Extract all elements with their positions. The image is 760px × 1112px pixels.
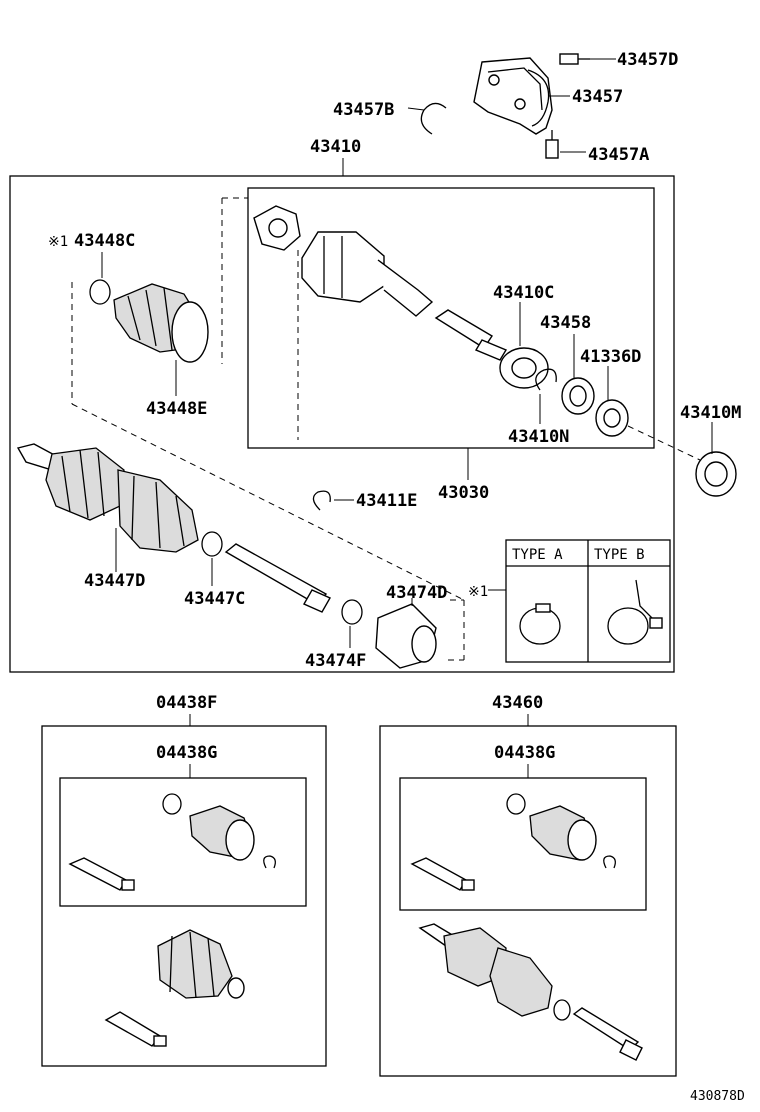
bolt-43457D[interactable] — [559, 53, 590, 65]
label-41336D: 41336D — [580, 347, 641, 367]
inner-joint-housing[interactable] — [301, 231, 434, 317]
left-kit-clamp-small[interactable] — [162, 793, 182, 815]
boot-43448E[interactable] — [113, 283, 209, 363]
right-kit-grease-tube[interactable] — [410, 857, 475, 891]
label-43448C-mark: ※1 — [48, 234, 68, 250]
kit-box-43460 — [379, 725, 677, 1077]
label-43458: 43458 — [540, 313, 591, 333]
clamp-43448C[interactable] — [89, 279, 111, 305]
label-43411E: 43411E — [356, 491, 417, 511]
label-43460: 43460 — [492, 693, 543, 713]
label-04438G-right: 04438G — [494, 743, 555, 763]
bearing-43410C[interactable] — [499, 347, 549, 389]
label-43474F: 43474F — [305, 651, 366, 671]
clamp-type-b[interactable] — [607, 579, 663, 645]
label-43448C: 43448C — [74, 231, 135, 251]
assembly-box-43030 — [247, 187, 655, 449]
clamp-43474F[interactable] — [341, 599, 363, 625]
tripod-joint[interactable] — [253, 205, 301, 251]
bolt-43457A[interactable] — [545, 130, 559, 159]
label-43448E: 43448E — [146, 399, 207, 419]
label-43410M: 43410M — [680, 403, 741, 423]
seal-43410M[interactable] — [695, 451, 737, 497]
left-kit-grease-tube-2[interactable] — [104, 1011, 167, 1047]
right-kit-drive-shaft[interactable] — [418, 923, 643, 1061]
assembly-box-43410 — [9, 175, 675, 673]
bearing-43458[interactable] — [561, 377, 595, 415]
label-43447C: 43447C — [184, 589, 245, 609]
label-43457D: 43457D — [617, 50, 678, 70]
label-43410C: 43410C — [493, 283, 554, 303]
label-type-b: TYPE B — [594, 547, 645, 563]
clamp-type-a[interactable] — [519, 603, 561, 645]
kit-box-04438F — [41, 725, 327, 1067]
left-kit-grease-tube[interactable] — [68, 857, 135, 891]
label-43447D: 43447D — [84, 571, 145, 591]
label-43410: 43410 — [310, 137, 361, 157]
label-43474D: 43474D — [386, 583, 447, 603]
intermediate-shaft[interactable] — [434, 309, 508, 361]
snap-ring-43457B[interactable] — [420, 102, 447, 135]
label-43457B: 43457B — [333, 100, 394, 120]
left-kit-snap-ring[interactable] — [263, 855, 276, 869]
left-kit-boot[interactable] — [189, 805, 255, 861]
damper-43474D[interactable] — [375, 603, 437, 669]
right-kit-boot[interactable] — [529, 805, 597, 861]
snap-ring-43410N[interactable] — [535, 368, 557, 391]
label-04438F: 04438F — [156, 693, 217, 713]
right-kit-clamp-small[interactable] — [506, 793, 526, 815]
kit-box-04438G-left — [59, 777, 307, 907]
right-kit-snap-ring[interactable] — [603, 855, 616, 869]
label-type-mark: ※1 — [468, 584, 488, 600]
clamp-43447C[interactable] — [201, 531, 223, 557]
label-type-a: TYPE A — [512, 547, 563, 563]
label-43457: 43457 — [572, 87, 623, 107]
snap-ring-43411E[interactable] — [312, 490, 331, 511]
kit-box-04438G-right — [399, 777, 647, 911]
label-04438G-left: 04438G — [156, 743, 217, 763]
seal-41336D[interactable] — [595, 399, 629, 437]
reference-code: 430878D — [690, 1089, 745, 1104]
label-43457A: 43457A — [588, 145, 649, 165]
drive-shaft[interactable] — [224, 543, 331, 613]
boot-43447D[interactable] — [45, 447, 199, 553]
label-43410N: 43410N — [508, 427, 569, 447]
bearing-bracket-43457[interactable] — [473, 57, 553, 135]
left-kit-joint[interactable] — [157, 929, 245, 999]
label-43030: 43030 — [438, 483, 489, 503]
